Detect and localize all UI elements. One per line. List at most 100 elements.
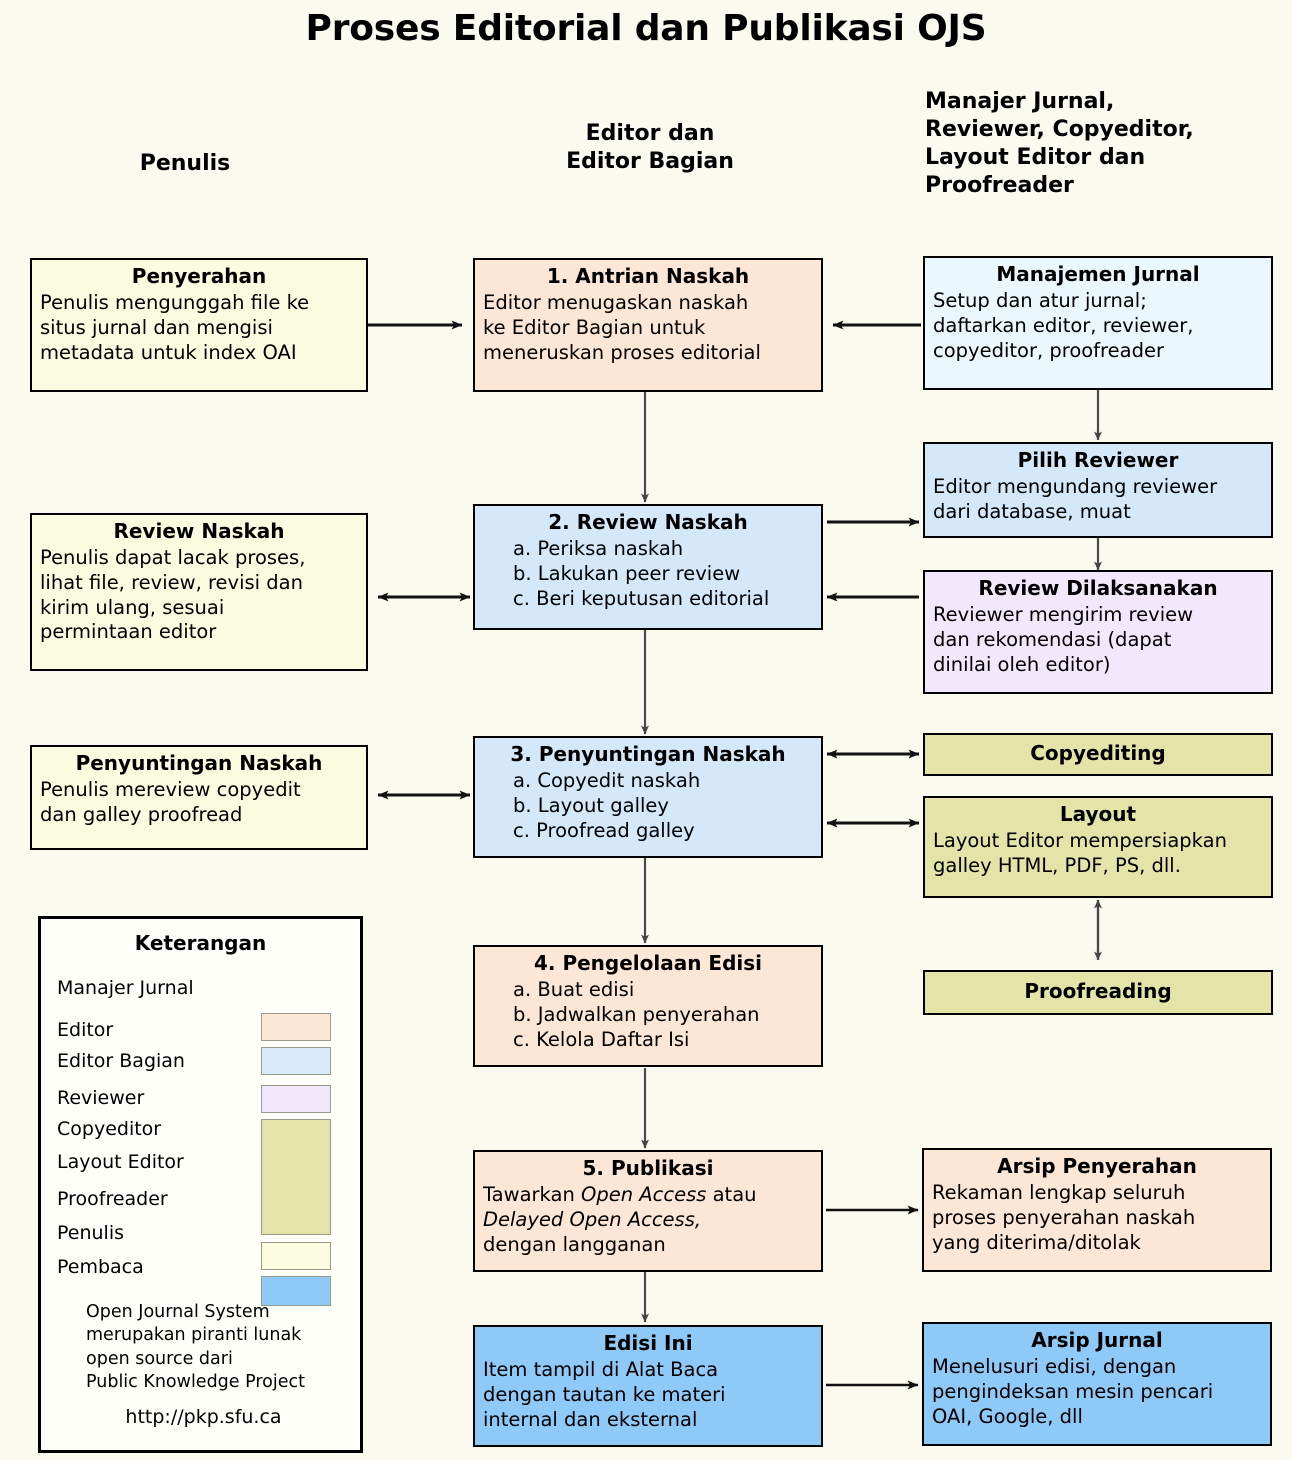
legend-row: Editor [57, 1021, 113, 1040]
box-antrian-naskah-line: ke Editor Bagian untuk [483, 315, 706, 339]
column-header-manajer-label: Manajer Jurnal,Reviewer, Copyeditor,Layo… [925, 89, 1194, 199]
box-penyuntingan-naskah-penulis[interactable]: Penyuntingan Naskah Penulis mereview cop… [30, 745, 368, 850]
legend-color-swatch [261, 1085, 331, 1113]
box-penyuntingan-naskah-penulis-title: Penyuntingan Naskah [75, 751, 323, 775]
box-review-naskah-title: 2. Review Naskah [548, 510, 748, 534]
box-edisi-ini-title: Edisi Ini [603, 1331, 693, 1355]
box-layout-line: Layout Editor mempersiapkan [933, 828, 1227, 852]
box-manajemen-jurnal-line: daftarkan editor, reviewer, [933, 313, 1194, 337]
legend-row: Editor Bagian [57, 1052, 185, 1071]
box-layout-line: galley HTML, PDF, PS, dll. [933, 853, 1181, 877]
box-publikasi[interactable]: 5. Publikasi Tawarkan Open Access atau D… [473, 1150, 823, 1272]
box-pengelolaan-edisi-line: c. Kelola Daftar Isi [513, 1027, 690, 1051]
box-review-dilaksanakan-line: Reviewer mengirim review [933, 602, 1194, 626]
box-publikasi-line-1: Tawarkan Open Access atau [483, 1182, 757, 1206]
box-pengelolaan-edisi-line: a. Buat edisi [513, 977, 635, 1001]
box-proofreading-title: Proofreading [1024, 978, 1172, 1003]
box-edisi-ini-line: Item tampil di Alat Baca [483, 1357, 719, 1381]
legend-role-label: Pembaca [57, 1256, 144, 1278]
box-arsip-jurnal[interactable]: Arsip Jurnal Menelusuri edisi, dengan pe… [922, 1322, 1272, 1446]
legend-color-swatch [261, 1013, 331, 1041]
legend-row: Manajer Jurnal [57, 979, 194, 998]
legend-role-label: Proofreader [57, 1188, 168, 1210]
box-layout[interactable]: Layout Layout Editor mempersiapkan galle… [923, 796, 1273, 898]
box-review-naskah-penulis-line: permintaan editor [40, 620, 217, 644]
box-edisi-ini-line: internal dan eksternal [483, 1407, 698, 1431]
box-pilih-reviewer[interactable]: Pilih Reviewer Editor mengundang reviewe… [923, 442, 1273, 538]
box-proofreading[interactable]: Proofreading [923, 970, 1273, 1015]
box-edisi-ini-line: dengan tautan ke materi [483, 1382, 726, 1406]
box-penyuntingan-naskah-line: a. Copyedit naskah [513, 768, 701, 792]
box-pilih-reviewer-line: dari database, muat [933, 499, 1131, 523]
box-copyediting-title: Copyediting [1030, 740, 1166, 765]
box-review-naskah-penulis[interactable]: Review Naskah Penulis dapat lacak proses… [30, 513, 368, 671]
box-penyerahan-title: Penyerahan [131, 264, 267, 288]
box-arsip-jurnal-title: Arsip Jurnal [1031, 1328, 1163, 1352]
legend-color-swatch [261, 1276, 331, 1306]
box-arsip-penyerahan[interactable]: Arsip Penyerahan Rekaman lengkap seluruh… [922, 1148, 1272, 1272]
box-review-naskah[interactable]: 2. Review Naskah a. Periksa naskah b. La… [473, 504, 823, 630]
box-review-dilaksanakan-line: dinilai oleh editor) [933, 652, 1111, 676]
box-publikasi-title: 5. Publikasi [582, 1156, 714, 1180]
box-penyuntingan-naskah-penulis-line: dan galley proofread [40, 802, 243, 826]
box-manajemen-jurnal-title: Manajemen Jurnal [996, 262, 1200, 286]
box-review-dilaksanakan-line: dan rekomendasi (dapat [933, 627, 1172, 651]
box-antrian-naskah[interactable]: 1. Antrian Naskah Editor menugaskan nask… [473, 258, 823, 392]
column-header-penulis-label: Penulis [139, 151, 231, 176]
box-penyerahan-line: metadata untuk index OAI [40, 340, 297, 364]
legend-role-label: Layout Editor [57, 1151, 184, 1173]
column-header-penulis: Penulis [30, 150, 340, 178]
box-penyerahan-line: Penulis mengunggah file ke [40, 290, 310, 314]
box-review-naskah-line: b. Lakukan peer review [513, 561, 741, 585]
legend-row: Pembaca [57, 1258, 144, 1277]
box-review-naskah-penulis-line: lihat file, review, revisi dan [40, 570, 303, 594]
box-pilih-reviewer-title: Pilih Reviewer [1017, 448, 1179, 472]
box-antrian-naskah-title: 1. Antrian Naskah [546, 264, 750, 288]
legend-color-swatch [261, 1242, 331, 1270]
box-manajemen-jurnal-line: copyeditor, proofreader [933, 338, 1164, 362]
box-penyuntingan-naskah[interactable]: 3. Penyuntingan Naskah a. Copyedit naska… [473, 736, 823, 858]
box-antrian-naskah-line: Editor menugaskan naskah [483, 290, 749, 314]
box-manajemen-jurnal[interactable]: Manajemen Jurnal Setup dan atur jurnal; … [923, 256, 1273, 390]
legend-row: Layout Editor [57, 1153, 184, 1172]
legend-role-label: Penulis [57, 1222, 125, 1244]
box-publikasi-line-2: Delayed Open Access, [483, 1207, 702, 1231]
legend-role-label: Copyeditor [57, 1118, 162, 1140]
legend-role-label: Reviewer [57, 1087, 145, 1109]
page-title: Proses Editorial dan Publikasi OJS [305, 8, 987, 49]
box-arsip-jurnal-line: pengindeksan mesin pencari [932, 1379, 1214, 1403]
box-arsip-penyerahan-title: Arsip Penyerahan [997, 1154, 1197, 1178]
legend-color-swatch [261, 1047, 331, 1075]
box-arsip-penyerahan-line: yang diterima/ditolak [932, 1230, 1141, 1254]
box-arsip-penyerahan-line: Rekaman lengkap seluruh [932, 1180, 1186, 1204]
box-pengelolaan-edisi-title: 4. Pengelolaan Edisi [533, 951, 763, 975]
box-review-dilaksanakan[interactable]: Review Dilaksanakan Reviewer mengirim re… [923, 570, 1273, 694]
legend-row: Penulis [57, 1224, 124, 1243]
legend-title: Keterangan [134, 931, 267, 955]
legend-url: http://pkp.sfu.ca [125, 1406, 282, 1428]
box-edisi-ini[interactable]: Edisi Ini Item tampil di Alat Baca denga… [473, 1325, 823, 1447]
box-antrian-naskah-line: meneruskan proses editorial [483, 340, 761, 364]
legend-role-label: Editor Bagian [57, 1050, 185, 1072]
box-review-naskah-penulis-line: Penulis dapat lacak proses, [40, 545, 306, 569]
box-penyuntingan-naskah-penulis-line: Penulis mereview copyedit [40, 777, 301, 801]
box-pengelolaan-edisi[interactable]: 4. Pengelolaan Edisi a. Buat edisi b. Ja… [473, 945, 823, 1067]
box-pilih-reviewer-line: Editor mengundang reviewer [933, 474, 1218, 498]
box-penyerahan[interactable]: Penyerahan Penulis mengunggah file ke si… [30, 258, 368, 392]
box-review-naskah-line: a. Periksa naskah [513, 536, 684, 560]
box-layout-title: Layout [1059, 802, 1137, 826]
box-review-dilaksanakan-title: Review Dilaksanakan [978, 576, 1218, 600]
box-penyuntingan-naskah-line: b. Layout galley [513, 793, 669, 817]
box-review-naskah-penulis-line: kirim ulang, sesuai [40, 595, 225, 619]
box-copyediting[interactable]: Copyediting [923, 733, 1273, 776]
legend-row: Proofreader [57, 1190, 168, 1209]
box-arsip-jurnal-line: Menelusuri edisi, dengan [932, 1354, 1177, 1378]
box-arsip-jurnal-line: OAI, Google, dll [932, 1404, 1083, 1428]
legend-role-label: Editor [57, 1019, 114, 1041]
legend-color-swatch [261, 1119, 331, 1235]
